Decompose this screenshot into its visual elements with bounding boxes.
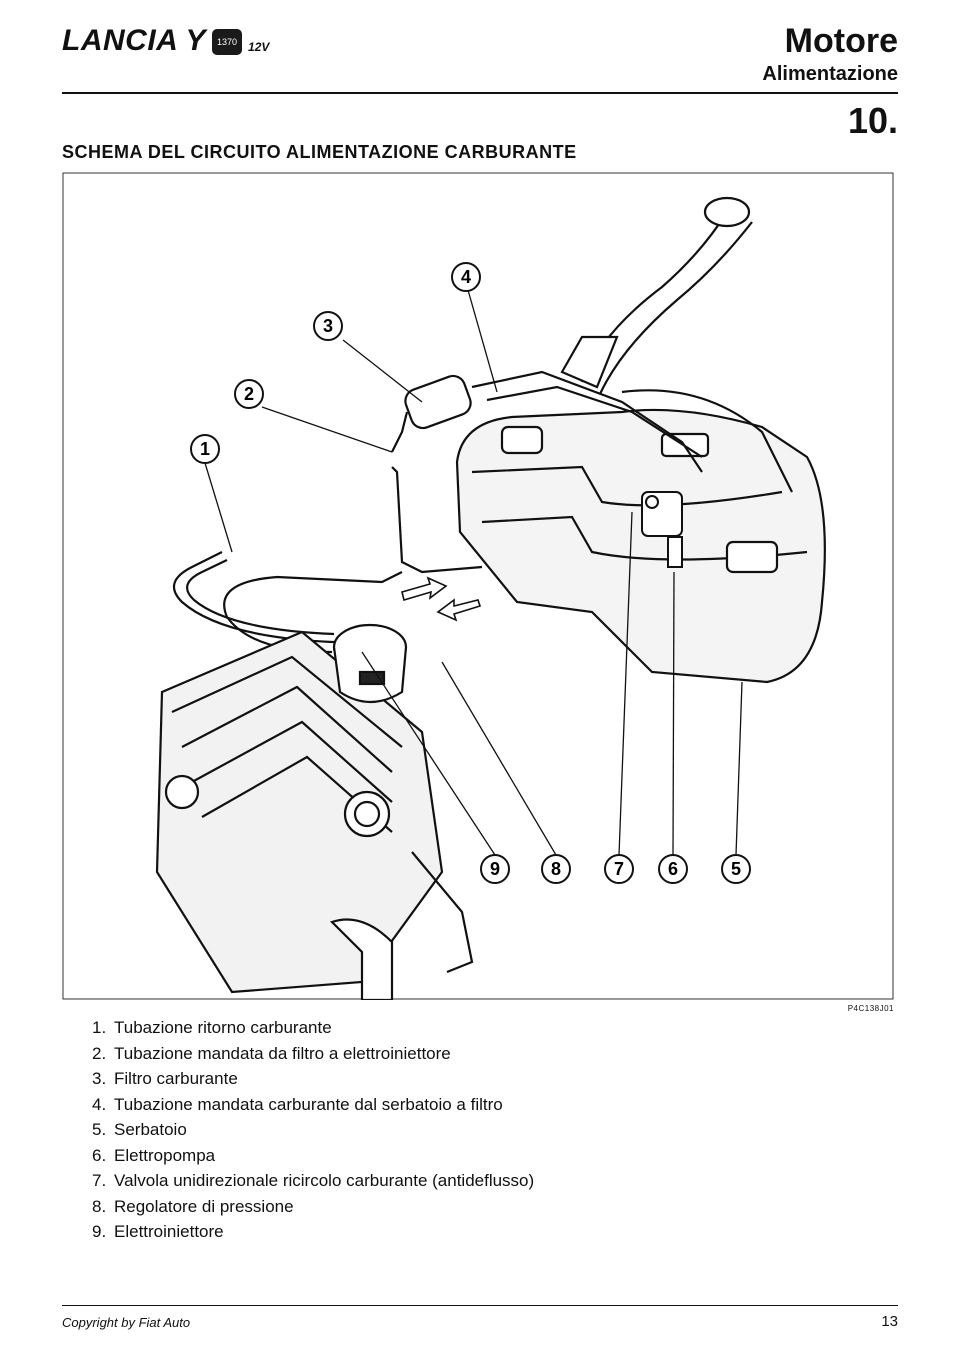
figure-frame (62, 172, 894, 1000)
legend-text: Tubazione mandata carburante dal serbato… (114, 1094, 503, 1114)
legend-text: Elettroiniettore (114, 1222, 224, 1241)
callout-label: 3 (323, 316, 333, 336)
legend-number: 5. (92, 1120, 107, 1139)
fuel-filter-icon (404, 374, 472, 430)
figure-code: P4C138J01 (847, 1004, 894, 1013)
legend-number: 4. (92, 1094, 107, 1114)
legend-number: 1. (92, 1018, 107, 1037)
legend-number: 6. (92, 1145, 107, 1165)
callout-label: 5 (731, 859, 741, 879)
legend-item: 2. Tubazione mandata da filtro a elettroi… (92, 1044, 534, 1070)
diagram-title: SCHEMA DEL CIRCUITO ALIMENTAZIONE CARBUR… (62, 142, 577, 162)
page-code: 10. (847, 100, 898, 141)
callout-6: 6 (658, 854, 688, 884)
flow-arrows-icon (401, 576, 482, 622)
section-subtitle: Alimentazione (762, 63, 898, 85)
legend-item: 4. Tubazione mandata carburante dal serba… (92, 1095, 534, 1121)
legend-item: 5. Serbatoio (92, 1120, 534, 1146)
legend-item: 7. Valvola unidirezionale ricircolo carbu… (92, 1171, 534, 1197)
callout-label: 8 (551, 859, 561, 879)
legend-text: Regolatore di pressione (114, 1196, 294, 1216)
copyright-text: Copyright by Fiat Auto (62, 1315, 191, 1330)
legend-number: 7. (92, 1171, 107, 1190)
leader-lines (204, 282, 743, 856)
page-number: 13 (881, 1313, 898, 1330)
callout-label: 2 (244, 384, 254, 404)
legend-number: 3. (92, 1069, 107, 1088)
callout-label: 7 (614, 859, 624, 879)
callout-7: 7 (604, 854, 634, 884)
callout-9: 9 (480, 854, 510, 884)
brand-name: LANCIA Y (62, 24, 207, 57)
legend-text: Tubazione ritorno carburante (114, 1018, 332, 1037)
callout-label: 6 (668, 859, 678, 879)
legend-text: Elettropompa (114, 1145, 216, 1165)
callout-label: 1 (200, 439, 210, 459)
legend-number: 9. (92, 1222, 107, 1241)
legend-list: 1. Tubazione ritorno carburante 2. Tubazio… (92, 1018, 534, 1248)
callout-8: 8 (541, 854, 571, 884)
filler-neck-icon (560, 196, 753, 395)
legend-item: 9. Elettroiniettore (92, 1222, 534, 1248)
legend-text: Filtro carburante (114, 1069, 238, 1088)
legend-item: 3. Filtro carburante (92, 1069, 534, 1095)
legend-text: Serbatoio (114, 1120, 187, 1139)
header-divider (62, 92, 898, 94)
pump-unit-icon (641, 491, 683, 568)
engine-badge-icon: 1370 (212, 29, 243, 55)
brand-header: LANCIA Y 1370 12V (62, 24, 269, 58)
legend-number: 8. (92, 1196, 107, 1216)
engine-block-icon (155, 630, 474, 1000)
legend-text: Tubazione mandata da filtro a elettroini… (114, 1043, 451, 1063)
engine-suffix: 12V (248, 40, 270, 54)
fuel-circuit-diagram: 1 2 3 4 5 6 7 8 9 (62, 172, 894, 1000)
callout-4: 4 (451, 262, 481, 292)
callout-5: 5 (721, 854, 751, 884)
callout-label: 9 (490, 859, 500, 879)
section-title: Motore (784, 22, 898, 60)
callout-label: 4 (461, 267, 471, 287)
fuel-tank-icon (455, 408, 826, 684)
callout-2: 2 (234, 379, 264, 409)
injector-unit-icon (332, 623, 408, 703)
callout-3: 3 (313, 311, 343, 341)
legend-item: 8. Regolatore di pressione (92, 1197, 534, 1223)
callout-1: 1 (190, 434, 220, 464)
legend-text: Valvola unidirezionale ricircolo carbura… (114, 1171, 535, 1190)
legend-item: 6. Elettropompa (92, 1146, 534, 1172)
footer-divider (62, 1305, 898, 1306)
legend-number: 2. (92, 1043, 107, 1063)
legend-item: 1. Tubazione ritorno carburante (92, 1018, 534, 1044)
